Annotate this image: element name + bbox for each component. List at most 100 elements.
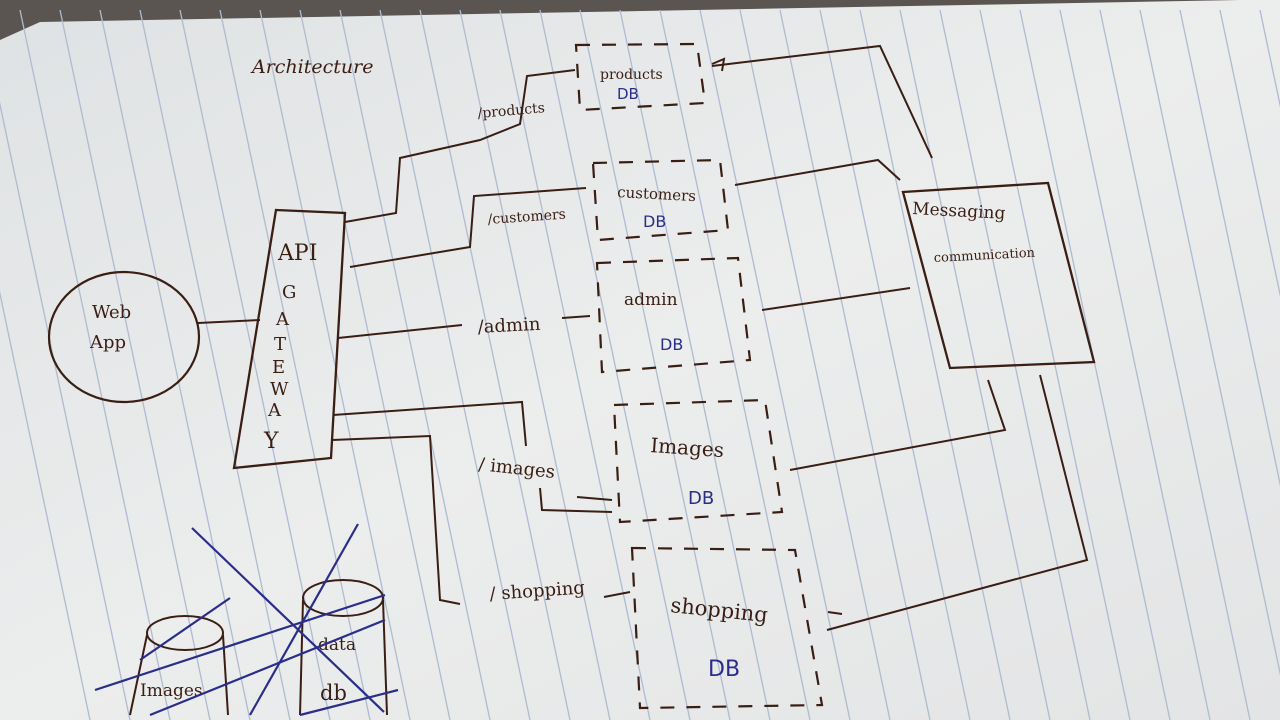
gateway-letter-a: A — [275, 309, 290, 330]
route-line-products — [344, 69, 576, 223]
ruled-line — [499, 9, 651, 720]
images-cylinder-top — [146, 615, 224, 651]
cross-line-3 — [94, 593, 386, 692]
cross-line-6 — [299, 688, 399, 717]
service-boxes — [574, 42, 824, 710]
route-lines — [331, 69, 631, 605]
route-line-shopping — [331, 434, 461, 605]
gateway-letter-api: API — [277, 241, 317, 266]
blue-cross-out — [94, 523, 399, 717]
link-messaging-products — [711, 44, 933, 159]
link-messaging-customers — [734, 158, 901, 186]
cross-line-4 — [149, 618, 386, 717]
ruled-line — [59, 9, 211, 720]
route-line-images — [332, 400, 527, 447]
route-line-images-db-2 — [576, 496, 613, 501]
data-cylinder-left — [299, 599, 304, 716]
ruled-line — [859, 9, 1011, 720]
service-db-images: DB — [688, 488, 714, 509]
admin-db-box — [595, 256, 752, 374]
route-line-shopping-db — [603, 591, 631, 598]
route-line-customers — [349, 187, 587, 268]
ruled-line — [1219, 9, 1280, 298]
ruled-line — [579, 9, 731, 720]
route-line-admin — [337, 324, 463, 339]
ruled-line — [739, 9, 891, 720]
gateway-letter-e: E — [272, 357, 285, 378]
ruled-line — [1059, 9, 1211, 720]
ruled-line — [459, 9, 611, 720]
gateway-letter-t: T — [274, 334, 286, 355]
service-name-products: products — [600, 67, 663, 83]
ruled-line — [419, 9, 571, 720]
ruled-line — [179, 9, 331, 720]
service-name-customers: customers — [617, 183, 697, 205]
ruled-lines — [0, 9, 1280, 720]
service-db-shopping: DB — [708, 657, 740, 682]
gateway-letter-y: Y — [263, 429, 279, 454]
service-db-products: DB — [617, 85, 639, 103]
ruled-line — [259, 9, 411, 720]
service-name-images: Images — [650, 433, 725, 462]
shopping-tick — [827, 611, 843, 615]
ruled-line — [139, 9, 291, 720]
data-cylinder-top — [302, 579, 384, 617]
cross-line-2 — [249, 523, 359, 716]
link-messaging-shopping — [826, 374, 1089, 631]
gateway-letter-a2: A — [267, 400, 282, 421]
customers-db-box — [591, 158, 730, 242]
ruled-line — [299, 9, 451, 720]
service-db-customers: DB — [643, 212, 666, 231]
ruled-line — [1179, 9, 1280, 487]
route-admin: /admin — [477, 314, 541, 338]
messaging-box — [901, 181, 1096, 370]
ruled-line — [19, 9, 171, 720]
webapp-gateway-link — [197, 319, 261, 324]
cross-line-1 — [191, 527, 385, 713]
ruled-line — [539, 9, 691, 720]
service-name-admin: admin — [624, 290, 678, 310]
route-customers: /customers — [487, 207, 566, 228]
ruled-line — [1139, 9, 1280, 676]
arrow-products — [711, 57, 726, 72]
ruled-line — [899, 9, 1051, 720]
products-db-box — [574, 42, 707, 112]
data-cylinder-right — [382, 599, 388, 716]
ruled-line — [779, 9, 931, 720]
ruled-line — [1019, 9, 1171, 720]
ruled-line — [979, 9, 1131, 720]
messaging-label-2: communication — [933, 246, 1036, 266]
crossed-images-label: Images — [140, 681, 203, 701]
ruled-line — [699, 9, 851, 720]
link-messaging-images — [789, 379, 1007, 471]
gateway-letter-g: G — [282, 282, 296, 303]
route-line-images-db — [539, 487, 613, 513]
ruled-line — [339, 9, 491, 720]
ruled-line — [219, 9, 371, 720]
api-gateway-box — [232, 208, 347, 470]
ruled-line — [379, 9, 531, 720]
gateway-letters: API G A T E W A Y — [263, 241, 317, 454]
gateway-letter-w: W — [270, 379, 289, 400]
route-line-admin-db — [561, 315, 591, 319]
messaging-links — [711, 44, 1089, 631]
web-app-label-2: App — [89, 332, 126, 353]
cross-line-5 — [139, 597, 231, 661]
images-db-box — [612, 398, 784, 524]
crossed-data-label-1: data — [318, 635, 356, 655]
ruled-line — [659, 9, 811, 720]
ruled-line — [819, 9, 971, 720]
link-messaging-admin — [761, 287, 911, 311]
service-db-admin: DB — [660, 335, 683, 354]
web-app-node — [47, 270, 201, 404]
ruled-line — [1099, 9, 1251, 720]
route-products: /products — [477, 100, 546, 122]
page-title: Architecture — [250, 56, 373, 78]
crossed-data-label-2: db — [320, 681, 347, 705]
ruled-line — [0, 290, 91, 720]
shopping-db-box — [630, 546, 824, 710]
messaging-label-1: Messaging — [912, 199, 1006, 224]
